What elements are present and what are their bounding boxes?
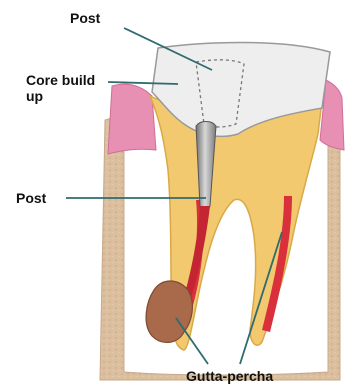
gum-tissue [108, 84, 156, 154]
label-post-top: Post [70, 10, 100, 26]
label-post-middle: Post [16, 190, 46, 206]
label-core-build-up: Core build up [26, 72, 106, 104]
label-gutta-percha: Gutta-percha [186, 368, 273, 384]
